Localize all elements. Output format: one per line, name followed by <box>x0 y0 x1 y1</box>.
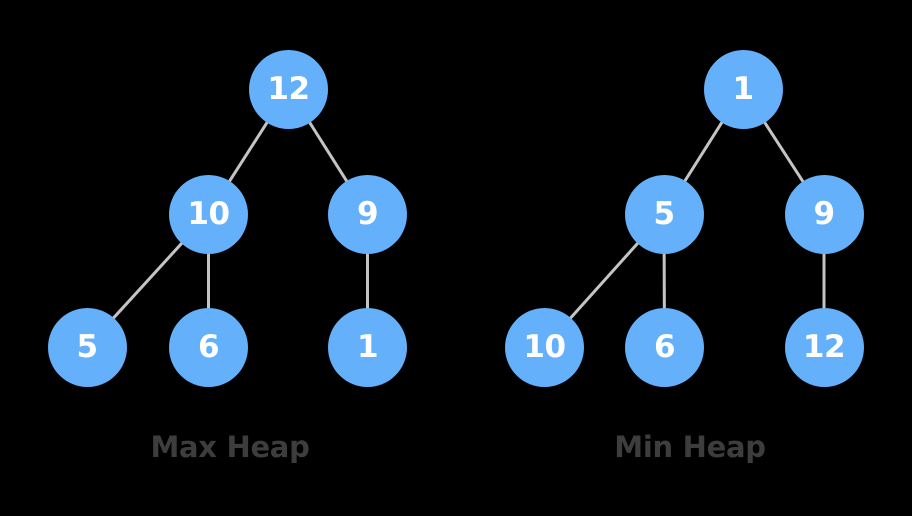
tree-edge <box>682 119 725 184</box>
tree-node-label: 6 <box>653 328 676 365</box>
tree-node-label: 9 <box>813 195 835 232</box>
tree-node-label: 5 <box>653 195 675 232</box>
tree-node-label: 10 <box>187 195 230 232</box>
tree-node[interactable]: 1 <box>328 307 407 387</box>
tree-node-label: 12 <box>802 328 846 365</box>
tree-node-label: 1 <box>732 70 754 107</box>
tree-caption-max-heap: Max Heap <box>150 430 310 464</box>
tree-edge <box>568 240 641 321</box>
tree-node-label: 5 <box>76 328 98 365</box>
tree-node[interactable]: 9 <box>784 174 864 254</box>
tree-node[interactable]: 5 <box>47 307 127 387</box>
tree-edge <box>307 119 349 184</box>
tree-node-label: 10 <box>523 328 566 365</box>
tree-node[interactable]: 12 <box>784 307 864 387</box>
tree-node[interactable]: 6 <box>625 307 704 387</box>
tree-edge <box>111 240 185 321</box>
tree-node[interactable]: 10 <box>505 307 584 387</box>
tree-node[interactable]: 10 <box>169 174 248 254</box>
tree-caption-min-heap: Min Heap <box>614 430 766 464</box>
tree-edge <box>227 119 270 184</box>
tree-node-label: 6 <box>197 328 220 365</box>
tree-node[interactable]: 5 <box>624 174 704 254</box>
tree-node-label: 12 <box>267 70 310 107</box>
tree-node-label: 9 <box>356 195 379 232</box>
tree-node[interactable]: 6 <box>169 307 248 387</box>
tree-edge <box>762 119 805 184</box>
tree-node[interactable]: 9 <box>328 174 407 254</box>
tree-node[interactable]: 1 <box>703 49 783 129</box>
tree-node-label: 1 <box>356 328 379 365</box>
tree-node[interactable]: 12 <box>249 49 328 129</box>
